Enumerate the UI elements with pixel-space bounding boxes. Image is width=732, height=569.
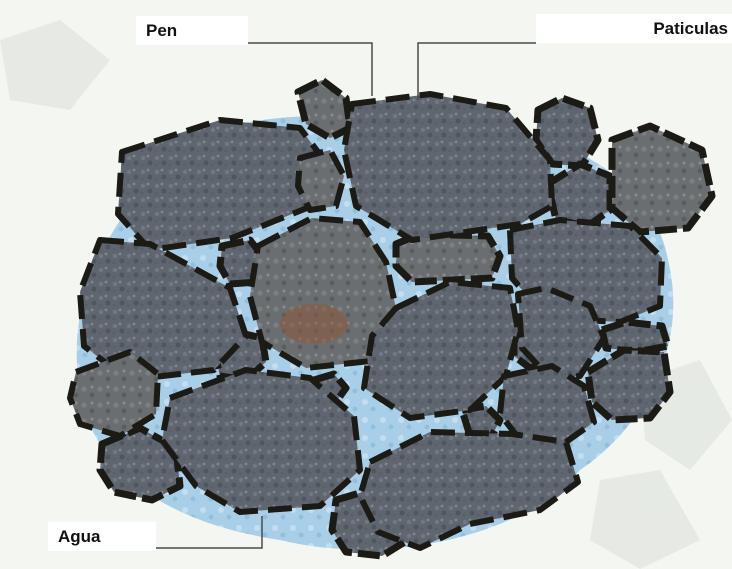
rust-stain: [280, 304, 348, 344]
agua-label: Agua: [48, 522, 156, 551]
particulas-label: Paticulas: [536, 14, 732, 43]
particulas-leader-line: [418, 43, 536, 100]
particle: [588, 350, 670, 420]
particle: [602, 322, 668, 352]
pen-label: Pen: [136, 16, 248, 45]
particle: [612, 126, 712, 232]
rock: [344, 94, 552, 240]
